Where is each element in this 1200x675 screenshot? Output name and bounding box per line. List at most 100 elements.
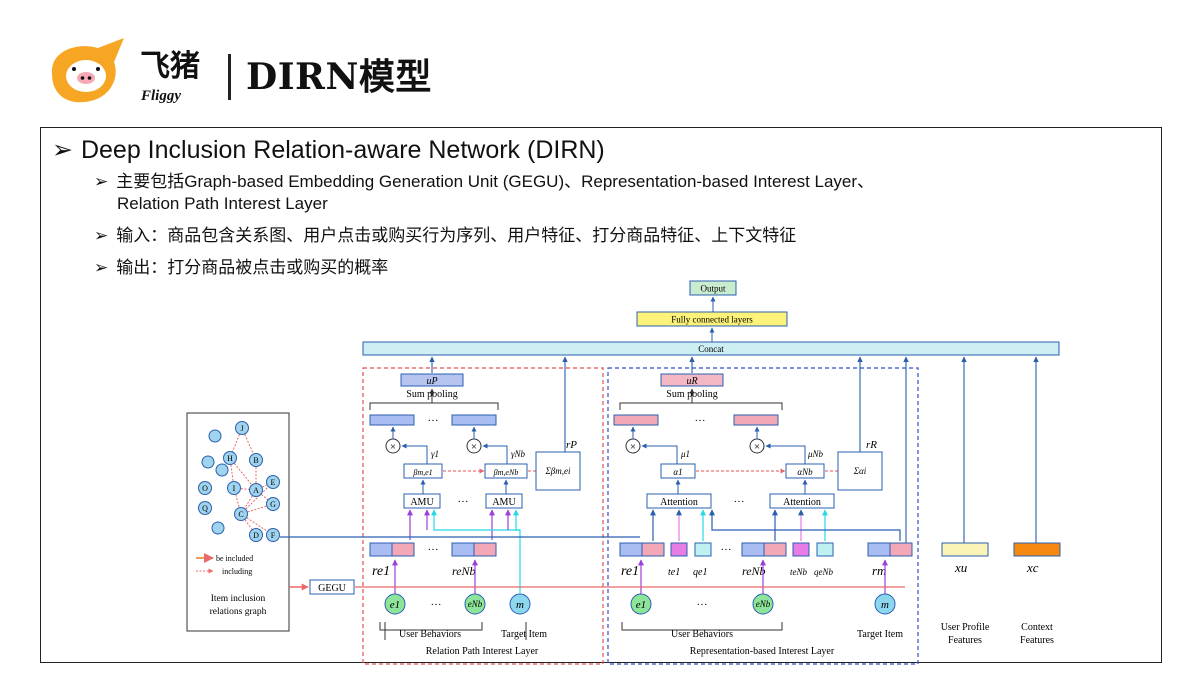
r-m-vec-a	[867, 542, 891, 557]
graph-node-C	[234, 507, 248, 521]
r-r-label: rR	[866, 439, 877, 451]
amu-box-n	[485, 493, 523, 509]
sum-beta: Σβm,ei	[544, 466, 571, 476]
svg-text:×: ×	[754, 441, 760, 453]
u-r-box	[660, 373, 724, 387]
alpha-box-n	[785, 463, 825, 479]
bullet-arrow-icon: ➢	[52, 136, 73, 164]
graph-node-A	[249, 483, 263, 497]
representation-layer-frame	[607, 367, 919, 665]
svg-text:×: ×	[630, 441, 636, 453]
graph-node-E	[266, 475, 280, 489]
concat-bar	[362, 341, 1060, 356]
r-en-vec-a	[451, 542, 475, 557]
output-label: Output	[700, 284, 726, 294]
graph-node-unlabeled	[215, 463, 229, 477]
dots-r3: ···	[721, 544, 732, 556]
context-label-1: Context	[1021, 622, 1053, 633]
rep-q-en	[816, 542, 834, 557]
bullet-sub-1-text: 主要包括Graph-based Embedding Generation Uni…	[116, 172, 875, 191]
alpha-n: αNb	[797, 467, 813, 477]
context-label-2: Features	[1020, 635, 1054, 646]
relation-weighted-vec-1	[369, 414, 415, 426]
rep-t-en	[792, 542, 810, 557]
m-label-r: m	[881, 599, 889, 611]
slide-title: DIRN模型	[246, 56, 432, 98]
mu-n: μNb	[807, 449, 824, 459]
user-profile-label-1: User Profile	[941, 622, 990, 633]
user-profile-label-2: Features	[948, 635, 982, 646]
graph-node-label: B	[253, 456, 258, 465]
graph-node-Q	[198, 501, 212, 515]
beta-box-1	[403, 463, 443, 479]
dots-r2: ···	[734, 496, 745, 508]
relation-layer-label: Relation Path Interest Layer	[426, 646, 539, 657]
rep-weighted-vec-1	[613, 414, 659, 426]
rep-re1-label: re1	[621, 564, 639, 579]
user-profile-vec	[941, 542, 989, 557]
gegu-box	[309, 579, 355, 595]
gamma-1: γ1	[431, 449, 439, 459]
gamma-n: γNb	[511, 449, 526, 459]
graph-node-label: J	[240, 424, 243, 433]
mu-1: μ1	[680, 449, 690, 459]
graph-node-label: C	[238, 510, 243, 519]
graph-node-I	[227, 481, 241, 495]
r-e1-label: re1	[372, 564, 390, 579]
attention-box-n	[769, 493, 835, 509]
inclusion-graph-panel	[186, 412, 290, 632]
rep-q-e1	[694, 542, 712, 557]
bullet-sub-3-text: 输出：打分商品被点击或购买的概率	[116, 258, 389, 277]
graph-node-unlabeled	[211, 521, 225, 535]
m-label-p: m	[516, 599, 524, 611]
concat-label: Concat	[698, 344, 724, 354]
graph-node-label: I	[233, 484, 236, 493]
fliggy-logo: 飞猪 Fliggy	[51, 38, 200, 104]
sum-beta-box	[535, 451, 581, 491]
svg-text:×: ×	[471, 441, 477, 453]
rep-r-e1-b	[641, 542, 665, 557]
amu-box-1	[403, 493, 441, 509]
en-label-r: eNb	[756, 599, 771, 609]
attention-box-1	[646, 493, 712, 509]
pig-nose-icon	[77, 72, 95, 84]
dots-r1: ···	[695, 415, 706, 427]
bullet-sub-2-text: 输入：商品包含关系图、用户点击或购买行为序列、用户特征、打分商品特征、上下文特征	[116, 226, 797, 245]
rep-r-e1-a	[619, 542, 643, 557]
en-label-p: eNb	[468, 599, 483, 609]
title-separator	[228, 54, 231, 100]
alpha-1: α1	[673, 467, 682, 477]
u-p-label: uP	[426, 376, 437, 387]
logo-cn: 飞猪	[140, 50, 200, 83]
user-behaviors-label-p: User Behaviors	[399, 629, 461, 640]
r-p-label: rP	[566, 439, 577, 451]
graph-node-F	[266, 528, 280, 542]
legend-including: including	[222, 567, 252, 576]
rep-qe1-label: qe1	[693, 567, 707, 578]
target-item-label-r: Target Item	[857, 629, 903, 640]
graph-node-label: F	[271, 531, 276, 540]
user-behaviors-label-r: User Behaviors	[671, 629, 733, 640]
beta-1: βm,e1	[412, 468, 432, 477]
rep-te1-label: te1	[668, 567, 680, 578]
attention-label-1: Attention	[660, 497, 698, 508]
bullet-arrow-icon: ➢	[94, 258, 109, 277]
graph-node-B	[249, 453, 263, 467]
bullet-main: ➢Deep Inclusion Relation-aware Network (…	[52, 135, 605, 165]
r-e1-vec-b	[391, 542, 415, 557]
x-c-label: xc	[1026, 560, 1039, 575]
graph-node-H	[223, 451, 237, 465]
graph-node-label: E	[271, 478, 276, 487]
bullet-sub-1-cont: Relation Path Interest Layer	[117, 194, 328, 213]
graph-node-unlabeled	[201, 455, 215, 469]
graph-caption-2: relations graph	[210, 607, 267, 617]
gegu-label: GEGU	[318, 583, 347, 594]
alpha-box-1	[660, 463, 696, 479]
r-m-label: rm	[872, 563, 886, 578]
representation-layer-label: Representation-based Interest Layer	[690, 646, 835, 657]
e1-label-r: e1	[636, 599, 646, 611]
dots-p1: ···	[428, 415, 439, 427]
svg-text:×: ×	[390, 441, 396, 453]
beta-box-n	[484, 463, 528, 479]
